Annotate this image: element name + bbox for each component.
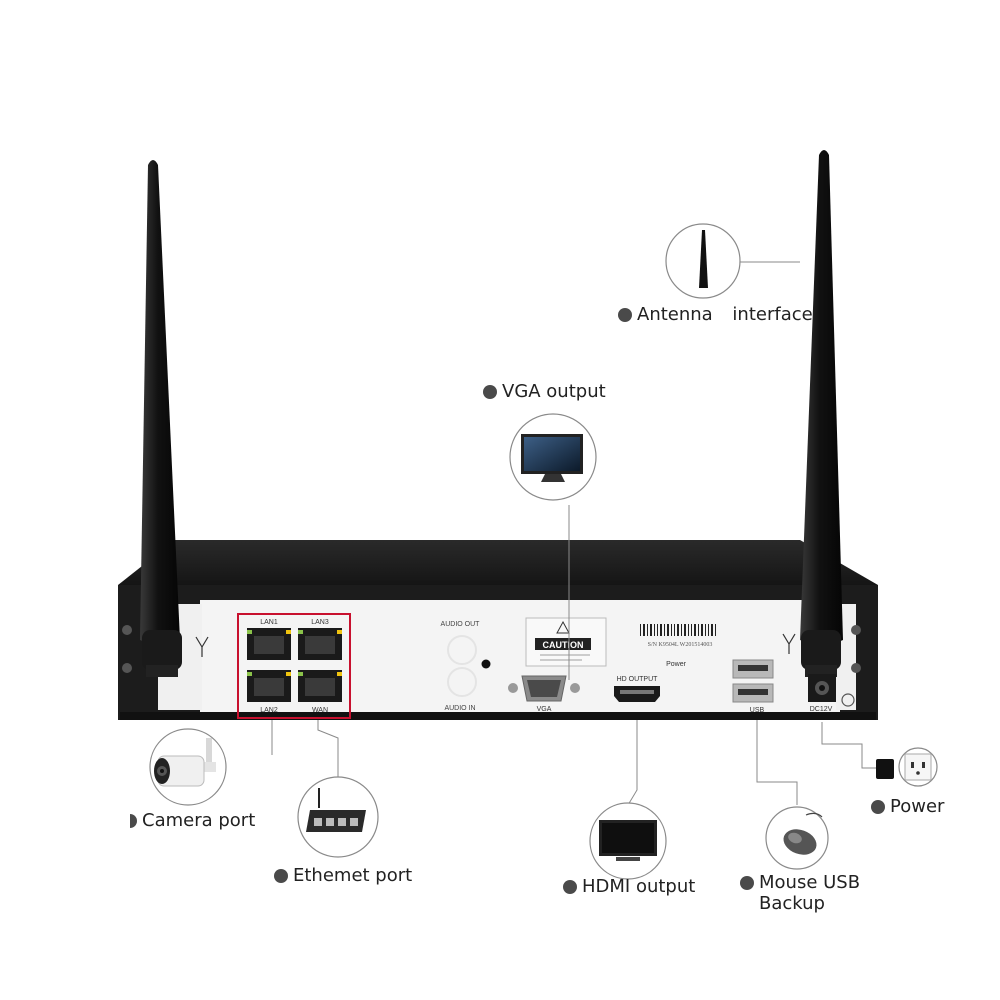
bullet-dot bbox=[563, 880, 577, 894]
screw bbox=[851, 663, 861, 673]
camera-icon bbox=[149, 728, 227, 806]
tv-icon bbox=[589, 802, 667, 880]
usb-label: USB bbox=[750, 707, 765, 714]
backup-label: Backup bbox=[759, 893, 825, 914]
monitor-icon bbox=[509, 413, 597, 501]
vga-port-label: VGA bbox=[537, 706, 552, 713]
callout-camera: Camera port bbox=[130, 810, 255, 831]
vga-port bbox=[508, 675, 580, 702]
power-outlet-icon bbox=[898, 747, 938, 787]
mouse-usb-label-block: Mouse USB Backup bbox=[759, 872, 860, 914]
dc12v-label: DC12V bbox=[810, 706, 833, 713]
bullet-dot bbox=[483, 385, 497, 399]
caution-label: CAUTION bbox=[543, 640, 584, 650]
camera-port-label: Camera port bbox=[142, 810, 256, 831]
audio-in-label: AUDIO IN bbox=[444, 705, 475, 712]
serial-number: S/N K9504L W201514003 bbox=[648, 642, 713, 648]
screw bbox=[851, 625, 861, 635]
power-panel-label: Power bbox=[666, 661, 687, 668]
wifi-symbol-left bbox=[195, 636, 209, 657]
hd-output-label: HD OUTPUT bbox=[617, 676, 659, 683]
lan-ports bbox=[247, 628, 342, 702]
barcode bbox=[640, 624, 716, 636]
mouse-usb-label: Mouse USB bbox=[759, 872, 861, 893]
bullet-dot bbox=[274, 869, 288, 883]
antenna-interface-label: Antenna interface bbox=[637, 304, 813, 325]
switch-icon bbox=[297, 776, 379, 858]
antenna-right bbox=[800, 150, 843, 677]
caution-sticker bbox=[525, 617, 607, 667]
usb-ports bbox=[732, 659, 774, 703]
callout-antenna: Antenna interface bbox=[618, 304, 813, 325]
dc-power-jack bbox=[808, 674, 836, 702]
lan2-label: LAN2 bbox=[260, 707, 278, 714]
wan-label: WAN bbox=[312, 707, 328, 714]
hdmi-output-label: HDMI output bbox=[582, 876, 696, 897]
callout-power: Power bbox=[871, 796, 944, 817]
wifi-symbol-right bbox=[782, 633, 796, 654]
screw bbox=[122, 625, 132, 635]
callout-vga: VGA output bbox=[483, 381, 606, 402]
vga-output-label: VGA output bbox=[502, 381, 606, 402]
callout-mouse: Mouse USB Backup bbox=[740, 872, 860, 914]
mouse-icon bbox=[765, 806, 829, 870]
bullet-dot bbox=[740, 876, 754, 890]
hdmi-port bbox=[614, 686, 660, 702]
antenna-icon bbox=[665, 223, 741, 299]
screw bbox=[122, 663, 132, 673]
camera-ports-highlight bbox=[237, 613, 351, 719]
power-label: Power bbox=[890, 796, 945, 817]
callout-ethernet: Ethemet port bbox=[274, 865, 412, 886]
ethernet-port-label: Ethemet port bbox=[293, 865, 413, 886]
leader-lines bbox=[271, 261, 876, 806]
power-adapter-icon bbox=[876, 759, 894, 779]
audio-out-label: AUDIO OUT bbox=[441, 621, 481, 628]
ground-screw bbox=[841, 693, 855, 707]
bullet-dot bbox=[871, 800, 885, 814]
bullet-dot bbox=[130, 814, 137, 828]
antenna-left bbox=[140, 160, 182, 677]
bullet-dot bbox=[618, 308, 632, 322]
lan3-label: LAN3 bbox=[311, 619, 329, 626]
callout-hdmi: HDMI output bbox=[563, 876, 695, 897]
lan1-label: LAN1 bbox=[260, 619, 278, 626]
audio-jacks bbox=[447, 635, 491, 697]
